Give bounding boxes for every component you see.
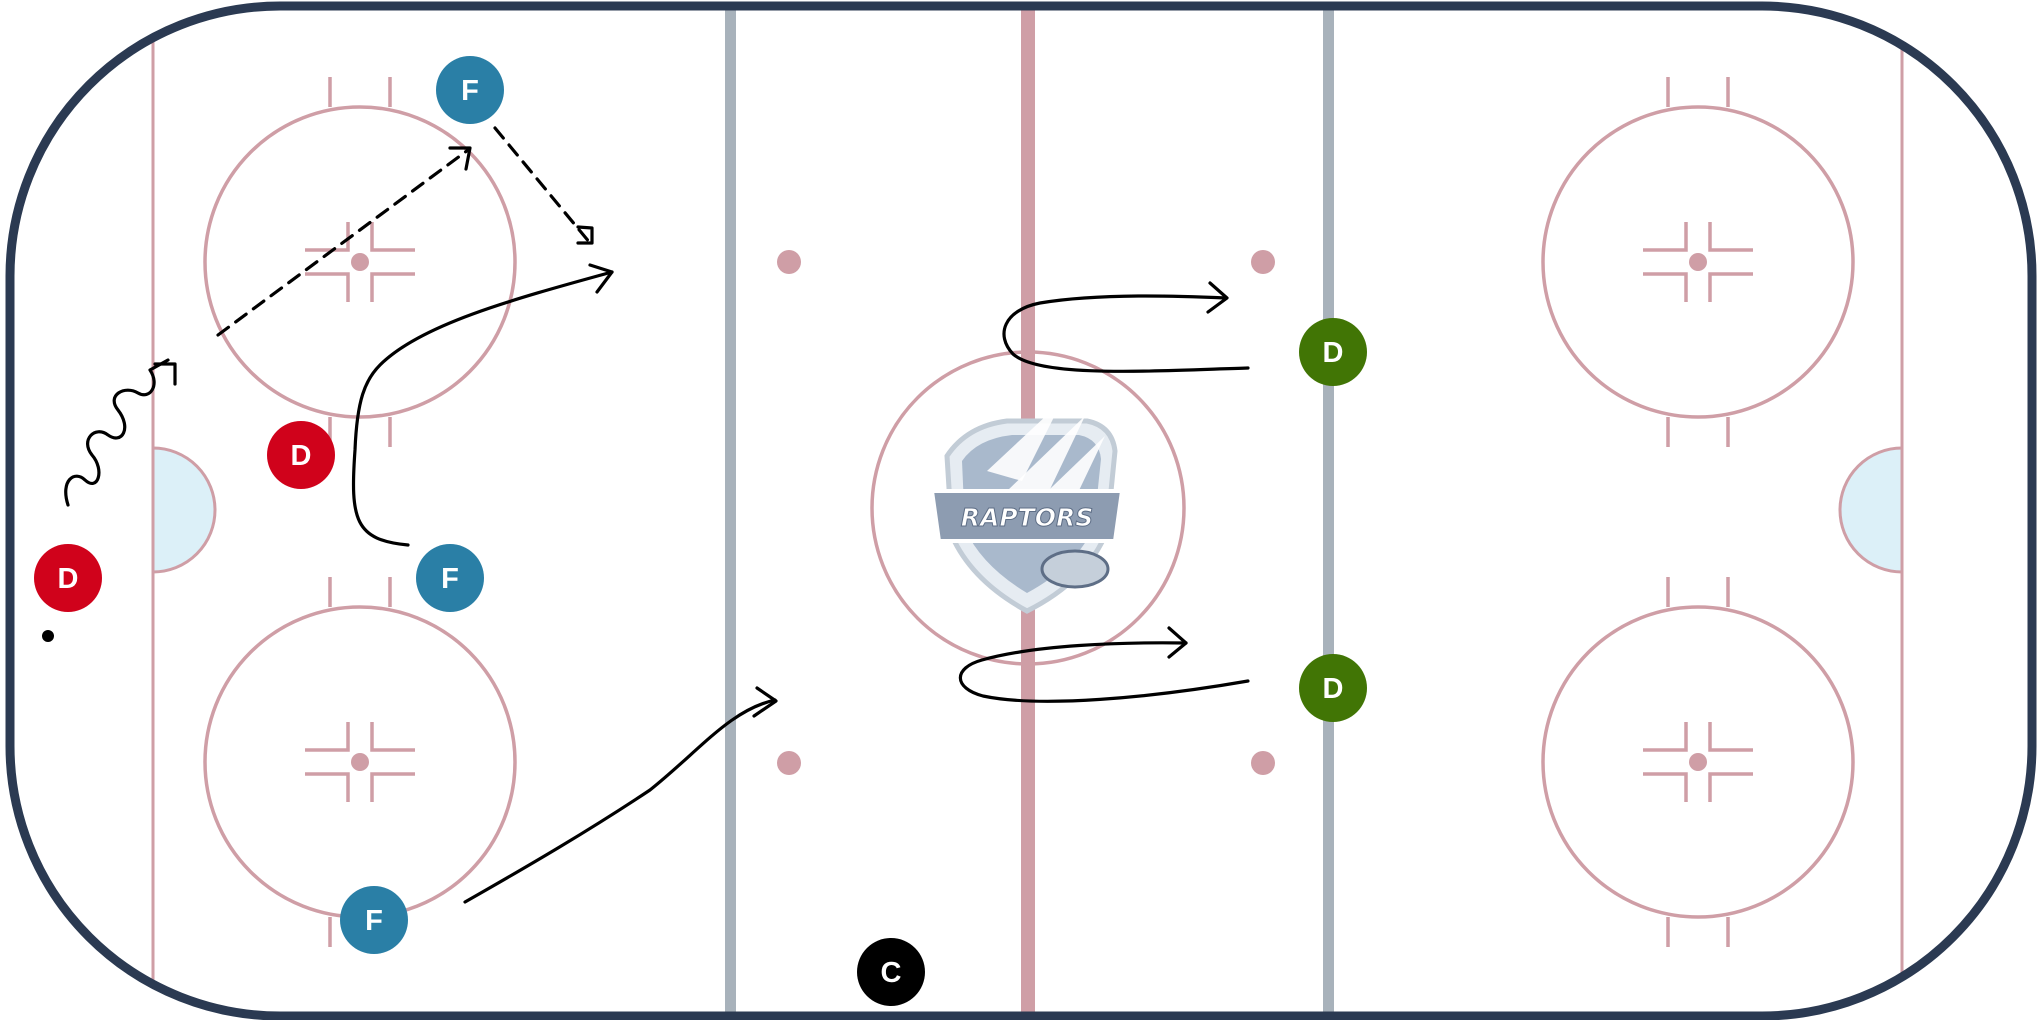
faceoff-l-mark — [305, 722, 350, 752]
player-d-green-lower[interactable]: D — [1299, 654, 1367, 722]
rink-boards — [5, 1, 2037, 1020]
player-marker[interactable] — [436, 56, 504, 124]
pass-path-dashed — [216, 148, 470, 337]
pass-arrowhead — [576, 225, 594, 245]
player-label: F — [365, 905, 383, 937]
faceoff-dot — [1689, 253, 1707, 271]
faceoff-l-mark — [1643, 272, 1688, 302]
players-layer: F F F D D D D C — [34, 56, 1367, 1006]
blue-line-right — [1323, 6, 1334, 1016]
faceoff-l-mark — [305, 272, 350, 302]
puck — [42, 630, 54, 642]
logo-banner — [929, 489, 1125, 543]
player-label: D — [58, 563, 79, 595]
faceoff-l-mark — [1708, 222, 1753, 252]
player-marker[interactable] — [267, 421, 335, 489]
faceoff-l-mark — [370, 222, 415, 252]
skate-path — [463, 698, 777, 904]
faceoff-l-mark — [305, 222, 350, 252]
logo-claw-mark — [987, 401, 1062, 481]
player-coach[interactable]: C — [857, 938, 925, 1006]
player-label: D — [1323, 337, 1344, 369]
neutral-dot — [777, 250, 801, 274]
player-label: F — [441, 563, 459, 595]
neutral-zone-dots — [777, 250, 1275, 775]
puck-carry-path-wavy — [64, 358, 170, 507]
pass-path-dashed — [493, 126, 592, 245]
player-marker[interactable] — [1299, 318, 1367, 386]
skate-arrowhead — [1167, 626, 1188, 659]
logo-puck — [1040, 549, 1110, 589]
skate-path — [351, 270, 614, 547]
blue-line-left — [725, 6, 736, 1016]
neutral-dot — [1251, 250, 1275, 274]
faceoff-l-mark — [1708, 722, 1753, 752]
puck-carry-arrowhead — [153, 362, 177, 386]
player-marker[interactable] — [857, 938, 925, 1006]
skate-arrowhead — [752, 686, 778, 718]
faceoff-dot — [351, 253, 369, 271]
faceoff-l-mark — [1708, 272, 1753, 302]
faceoff-l-mark — [1643, 722, 1688, 752]
faceoff-circle — [1541, 605, 1855, 919]
player-f-top[interactable]: F — [436, 56, 504, 124]
faceoff-l-mark — [1643, 222, 1688, 252]
faceoff-circle — [1541, 105, 1855, 419]
goal-crease-right — [1838, 446, 1904, 574]
faceoff-l-mark — [370, 722, 415, 752]
faceoff-dot — [1689, 753, 1707, 771]
neutral-dot — [777, 751, 801, 775]
faceoff-l-mark — [370, 272, 415, 302]
player-label: D — [1323, 673, 1344, 705]
player-label: C — [881, 957, 902, 989]
player-label: D — [291, 440, 312, 472]
faceoff-l-mark — [370, 772, 415, 802]
skate-arrowhead — [1206, 281, 1229, 314]
logo-text: RAPTORS — [961, 503, 1093, 532]
logo-claw-mark — [1007, 416, 1085, 506]
player-d-green-upper[interactable]: D — [1299, 318, 1367, 386]
player-label: F — [461, 75, 479, 107]
faceoff-l-mark — [1708, 772, 1753, 802]
player-d-red-upper[interactable]: D — [267, 421, 335, 489]
player-marker[interactable] — [416, 544, 484, 612]
drill-paths — [64, 126, 1250, 904]
player-f-mid[interactable]: F — [416, 544, 484, 612]
faceoff-l-mark — [305, 772, 350, 802]
skate-arrowhead — [588, 263, 614, 294]
player-marker[interactable] — [34, 544, 102, 612]
skate-path — [958, 641, 1250, 703]
goal-crease-left — [151, 446, 217, 574]
center-circle — [870, 350, 1186, 666]
player-marker[interactable] — [340, 886, 408, 954]
neutral-dot — [1251, 751, 1275, 775]
faceoff-l-mark — [1643, 772, 1688, 802]
player-d-red-lower[interactable]: D — [34, 544, 102, 612]
skate-path — [1002, 294, 1250, 373]
player-f-bottom[interactable]: F — [340, 886, 408, 954]
faceoff-circle — [203, 105, 517, 419]
faceoff-dot — [351, 753, 369, 771]
player-marker[interactable] — [1299, 654, 1367, 722]
center-ice-logo: RAPTORS — [929, 401, 1125, 614]
pass-arrowhead — [448, 146, 472, 171]
